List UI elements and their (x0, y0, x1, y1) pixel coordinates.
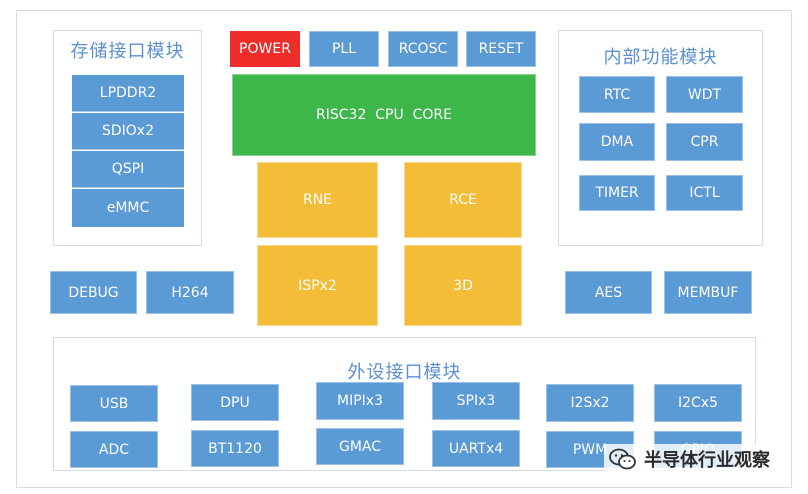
block-gmac: GMAC (316, 428, 404, 465)
block-cpu-core: RISC32 CPU CORE (232, 74, 536, 156)
watermark-text: 半导体行业观察 (644, 450, 770, 471)
storage-group-title: 存储接口模块 (70, 41, 185, 62)
block-i2sx2: I2Sx2 (546, 384, 634, 422)
block-membuf: MEMBUF (664, 271, 752, 314)
diagram-frame (16, 10, 792, 488)
wechat-icon (609, 448, 636, 470)
block-dma: DMA (579, 123, 655, 161)
block-dpu: DPU (191, 384, 279, 421)
block-usb: USB (70, 385, 158, 422)
block-i2cx5: I2Cx5 (654, 384, 742, 422)
block-qspi: QSPI (72, 151, 184, 188)
block-bt1120: BT1120 (191, 430, 279, 467)
block-sdiox2: SDIOx2 (72, 113, 184, 150)
block-reset: RESET (466, 31, 536, 67)
internal-group-title: 内部功能模块 (603, 47, 718, 68)
block-cpr: CPR (666, 123, 743, 161)
block-3d: 3D (404, 245, 522, 326)
block-lpddr2: LPDDR2 (72, 75, 184, 112)
block-rce: RCE (404, 162, 522, 238)
block-aes: AES (565, 271, 652, 314)
block-ispx2: ISPx2 (257, 245, 378, 326)
block-timer: TIMER (579, 175, 655, 211)
block-wdt: WDT (666, 76, 743, 113)
block-mipix3: MIPIx3 (316, 382, 404, 420)
block-pll: PLL (309, 31, 379, 67)
block-uartx4: UARTx4 (432, 430, 520, 467)
block-spix3: SPIx3 (432, 382, 520, 420)
block-rcosc: RCOSC (388, 31, 458, 67)
block-emmc: eMMC (72, 189, 184, 227)
watermark: 半导体行业观察 (604, 444, 774, 474)
block-ictl: ICTL (666, 175, 743, 211)
block-power: POWER (230, 31, 300, 67)
storage-interface-group: 存储接口模块 LPDDR2 SDIOx2 QSPI eMMC (53, 30, 202, 246)
block-rne: RNE (257, 162, 378, 238)
block-debug: DEBUG (50, 271, 137, 314)
block-adc: ADC (70, 431, 158, 468)
block-h264: H264 (146, 271, 234, 314)
block-rtc: RTC (579, 76, 655, 113)
peripheral-group-title: 外设接口模块 (347, 362, 462, 383)
